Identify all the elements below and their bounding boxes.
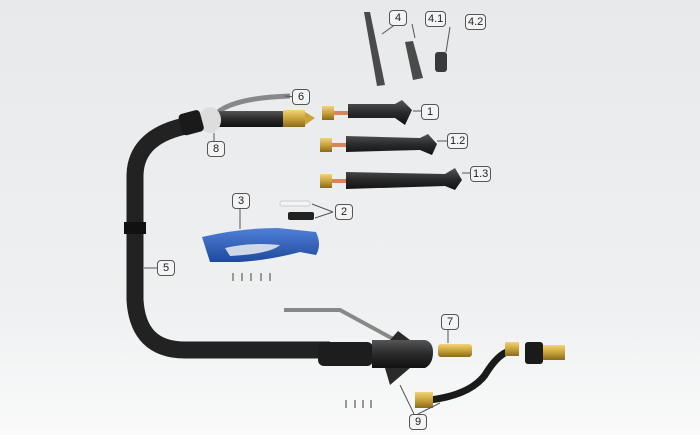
back-cap-4-2 [435,52,447,72]
hose-ring [124,222,146,234]
control-cable [284,308,396,342]
bend-restrictor [318,342,373,366]
callout-4-2: 4.2 [465,14,487,30]
callout-3: 3 [232,193,250,209]
switch-2 [288,212,314,220]
callout-5: 5 [157,260,175,276]
switch-cover-2 [279,200,311,207]
rear-body [372,340,433,368]
callout-2: 2 [335,204,353,220]
back-cap-4-1 [405,41,423,80]
callout-4-1: 4.1 [425,11,447,27]
torch-neck-1-3 [320,168,462,190]
power-connector-7 [438,344,472,357]
callout-6: 6 [292,89,310,105]
callout-8: 8 [207,141,225,157]
adapter-9 [429,346,516,404]
back-cap-4 [364,12,385,86]
collar-8 [199,107,221,133]
callout-1-3: 1.3 [470,166,492,182]
callout-1-2: 1.2 [447,133,469,149]
callout-7: 7 [441,314,459,330]
screws [232,273,372,408]
brass-connector [283,110,305,127]
torch-neck-1-2 [320,134,437,155]
hose-5 [126,116,330,359]
callout-1: 1 [421,104,439,120]
callout-9: 9 [409,414,427,430]
neck-tube [215,111,285,127]
torch-neck-1 [322,100,412,125]
callout-4: 4 [389,10,407,26]
leader-lines [144,23,470,415]
